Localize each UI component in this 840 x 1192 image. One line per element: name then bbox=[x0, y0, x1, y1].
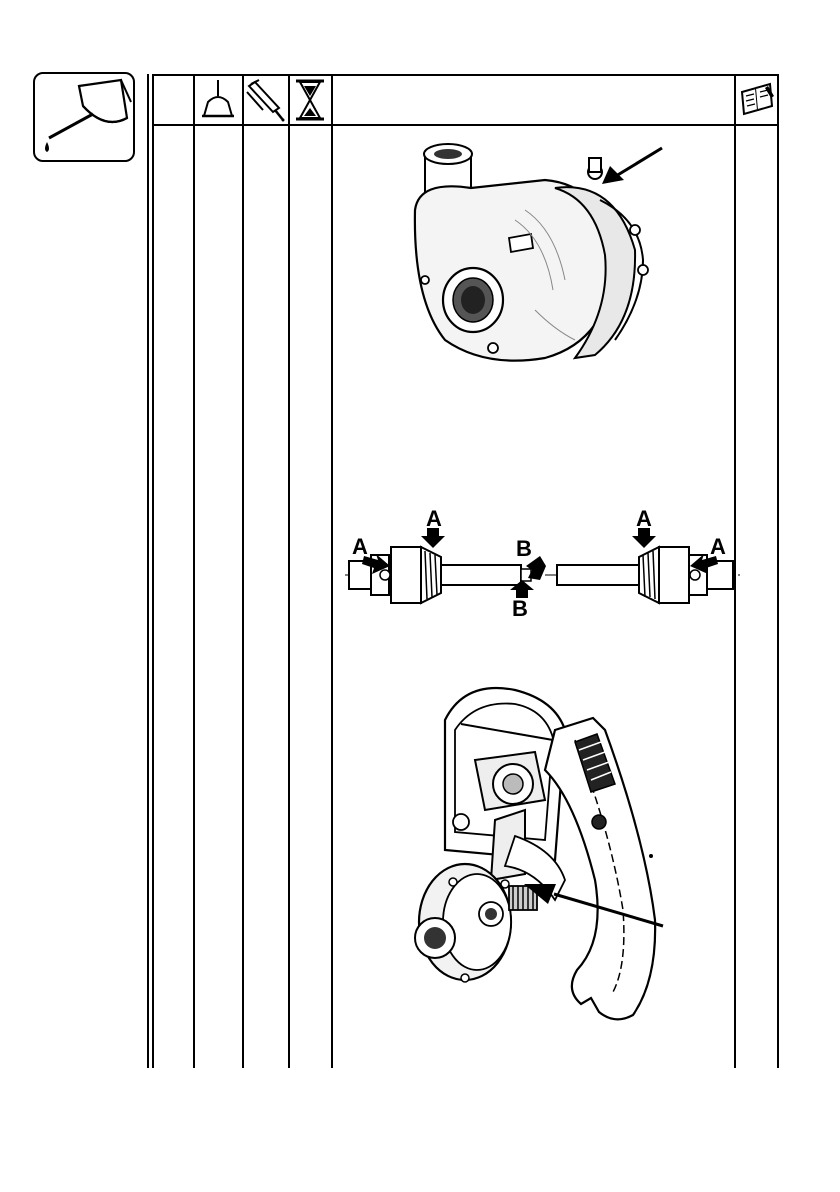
gearbox-pump-assembly-illustration bbox=[405, 660, 665, 1030]
label-a-left-yoke: A bbox=[352, 536, 368, 558]
manual-book-icon bbox=[738, 82, 776, 116]
table-header-rule bbox=[152, 124, 779, 126]
column-divider-4 bbox=[331, 74, 333, 1068]
table-top-rule bbox=[152, 74, 779, 76]
gearbox-grease-point-arrow bbox=[520, 880, 666, 930]
grease-cup-icon bbox=[198, 78, 238, 122]
oil-can-lubrication-icon bbox=[33, 72, 135, 162]
label-a-right-guard: A bbox=[636, 508, 652, 530]
label-a-right-yoke: A bbox=[710, 536, 726, 558]
column-divider-2 bbox=[242, 74, 244, 1068]
hourglass-interval-icon bbox=[292, 78, 328, 122]
grease-gun-icon bbox=[245, 78, 287, 122]
column-divider-3 bbox=[288, 74, 290, 1068]
label-a-left-guard: A bbox=[426, 508, 442, 530]
grease-arrow-a-right-guard bbox=[632, 528, 656, 548]
table-left-rule-inner bbox=[152, 74, 154, 1068]
label-b-top: B bbox=[516, 538, 532, 560]
pump-grease-point-arrow bbox=[598, 144, 666, 188]
table-right-rule bbox=[777, 74, 779, 1068]
column-divider-1 bbox=[193, 74, 195, 1068]
label-b-bottom: B bbox=[512, 598, 528, 620]
grease-arrow-a-left-guard bbox=[421, 528, 445, 548]
table-left-rule-outer bbox=[147, 74, 149, 1068]
